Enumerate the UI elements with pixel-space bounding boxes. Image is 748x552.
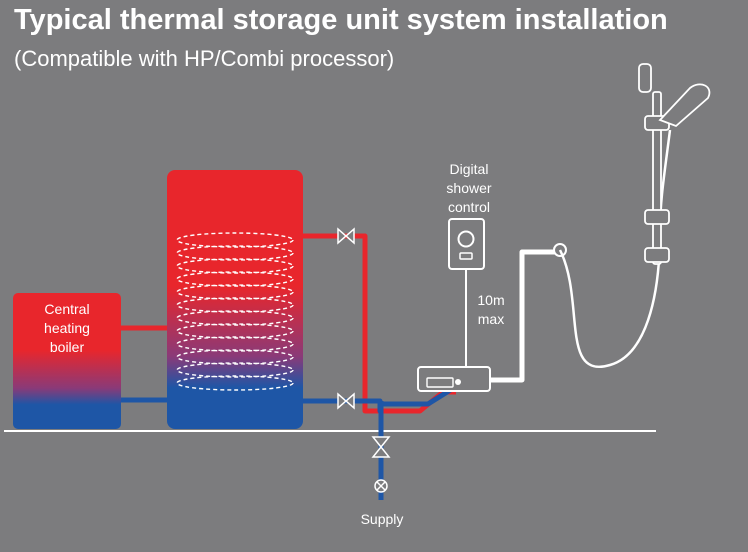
processor-unit [417, 366, 491, 392]
heating-coil [176, 232, 294, 391]
supply-valve [371, 436, 391, 458]
control-label-line2: shower [446, 180, 492, 196]
distance-label-line1: 10m [477, 292, 505, 308]
boiler-label-line1: Central [44, 301, 90, 317]
boiler-label: Central heating boiler [26, 300, 108, 357]
control-label-line3: control [447, 199, 491, 215]
digital-shower-control [448, 218, 485, 270]
page-subtitle: (Compatible with HP/Combi processor) [14, 46, 395, 71]
cold-isolation-valve [337, 392, 355, 410]
page-title: Typical thermal storage unit system inst… [14, 4, 668, 36]
control-label: Digital shower control [430, 160, 508, 217]
central-heating-boiler [13, 293, 121, 429]
distance-label: 10m max [470, 291, 512, 329]
shower-outlet-pipe [490, 249, 558, 383]
control-label-line1: Digital [449, 161, 489, 177]
hot-isolation-valve [337, 227, 355, 245]
boiler-label-line3: boiler [49, 339, 85, 355]
shower-hose [558, 129, 672, 369]
distance-label-line2: max [477, 311, 505, 327]
supply-label: Supply [360, 511, 404, 527]
shower-head [638, 63, 711, 128]
supply-strainer [374, 479, 388, 493]
boiler-label-line2: heating [44, 320, 90, 336]
